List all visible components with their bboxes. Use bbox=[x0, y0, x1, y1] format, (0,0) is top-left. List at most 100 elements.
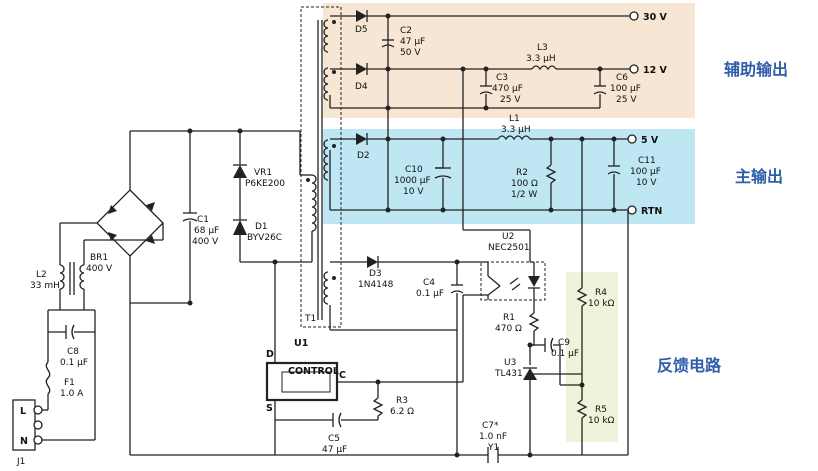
label-feedback-circuit: 反馈电路 bbox=[657, 356, 722, 375]
label-r5: R5 bbox=[595, 405, 607, 415]
label-c2: C2 bbox=[400, 26, 412, 36]
label-l3-value: 3.3 μH bbox=[526, 54, 556, 64]
junction-dots bbox=[187, 13, 617, 458]
rail-30v bbox=[330, 10, 639, 22]
secondary-wiring bbox=[329, 16, 629, 455]
label-c10-value: 1000 μF bbox=[394, 176, 431, 186]
label-c4: C4 bbox=[423, 278, 435, 288]
label-r1-value: 470 Ω bbox=[495, 324, 522, 334]
label-u1: U1 bbox=[294, 338, 308, 349]
label-c4-value: 0.1 μF bbox=[416, 289, 444, 299]
label-t1: T1 bbox=[304, 314, 316, 324]
label-d4: D4 bbox=[355, 82, 368, 92]
terminal-30v bbox=[629, 11, 639, 21]
label-c1-value: 68 μF bbox=[194, 226, 219, 236]
label-main-output: 主输出 bbox=[735, 167, 783, 186]
terminal-5v bbox=[627, 134, 637, 144]
label-drain: D bbox=[266, 349, 274, 360]
label-r2-power: 1/2 W bbox=[511, 190, 537, 200]
label-d1-part: BYV26C bbox=[247, 233, 282, 243]
label-30v: 30 V bbox=[643, 12, 668, 23]
label-vr1: VR1 bbox=[254, 168, 272, 178]
label-u3: U3 bbox=[504, 358, 516, 368]
label-br1-voltage: 400 V bbox=[86, 264, 113, 274]
label-l3: L3 bbox=[537, 43, 548, 53]
label-l1: L1 bbox=[509, 114, 520, 124]
label-l1-value: 3.3 μH bbox=[501, 125, 531, 135]
rail-rtn bbox=[330, 205, 637, 215]
label-c5-value: 47 μF bbox=[322, 445, 347, 455]
label-l2-value: 33 mH bbox=[30, 281, 60, 291]
d1-diode bbox=[233, 219, 247, 235]
label-c3-voltage: 25 V bbox=[500, 95, 521, 105]
terminal-rtn bbox=[627, 205, 637, 215]
label-c2-voltage: 50 V bbox=[400, 48, 421, 58]
terminal-12v bbox=[629, 64, 639, 74]
label-c1: C1 bbox=[197, 215, 209, 225]
label-c11-voltage: 10 V bbox=[636, 178, 657, 188]
label-d5: D5 bbox=[355, 25, 368, 35]
optocoupler-u2 bbox=[463, 261, 546, 301]
label-rtn: RTN bbox=[641, 206, 662, 217]
label-u2: U2 bbox=[502, 232, 514, 242]
label-c2-value: 47 μF bbox=[400, 37, 425, 47]
label-j1-n: N bbox=[20, 436, 28, 447]
label-c7: C7* bbox=[482, 421, 499, 431]
label-r2-value: 100 Ω bbox=[511, 179, 538, 189]
bridge-br1 bbox=[96, 189, 164, 257]
label-f1-rating: 1.0 A bbox=[60, 389, 84, 399]
label-vr1-part: P6KE200 bbox=[245, 179, 285, 189]
feedback-region bbox=[566, 272, 618, 442]
label-c11: C11 bbox=[638, 156, 656, 166]
bias-winding bbox=[329, 256, 488, 455]
label-l2: L2 bbox=[36, 270, 47, 280]
auxiliary-output-region bbox=[323, 3, 695, 118]
vr1-tvs bbox=[233, 164, 247, 178]
label-r4-value: 10 kΩ bbox=[588, 299, 615, 309]
primary-wiring bbox=[129, 130, 628, 463]
label-c11-value: 100 μF bbox=[630, 167, 661, 177]
label-f1: F1 bbox=[64, 378, 75, 388]
l2-choke bbox=[38, 222, 164, 441]
label-12v: 12 V bbox=[643, 65, 668, 76]
label-source: S bbox=[266, 403, 273, 414]
label-c1-voltage: 400 V bbox=[192, 237, 219, 247]
label-r3-value: 6.2 Ω bbox=[390, 407, 414, 417]
rail-12v bbox=[330, 63, 639, 75]
label-c6-voltage: 25 V bbox=[616, 95, 637, 105]
label-r1: R1 bbox=[503, 313, 515, 323]
label-c6: C6 bbox=[616, 73, 628, 83]
label-r4: R4 bbox=[595, 288, 607, 298]
label-j1-l: L bbox=[20, 406, 26, 417]
label-auxiliary-output: 辅助输出 bbox=[724, 60, 788, 79]
label-u3-part: TL431 bbox=[494, 369, 523, 379]
label-c9-value: 0.1 μF bbox=[551, 349, 579, 359]
label-c5: C5 bbox=[328, 434, 340, 444]
label-control: CONTROL bbox=[288, 366, 339, 377]
label-j1: J1 bbox=[16, 457, 25, 467]
label-r5-value: 10 kΩ bbox=[588, 416, 615, 426]
label-d3: D3 bbox=[369, 269, 382, 279]
label-5v: 5 V bbox=[641, 135, 659, 146]
label-c3-value: 470 μF bbox=[492, 84, 523, 94]
u1-controller bbox=[265, 295, 464, 428]
label-c10-voltage: 10 V bbox=[403, 187, 424, 197]
label-c6-value: 100 μF bbox=[610, 84, 641, 94]
label-c7-rating: Y1 bbox=[487, 443, 499, 453]
label-r2: R2 bbox=[516, 168, 528, 178]
label-r3: R3 bbox=[396, 396, 408, 406]
label-d2: D2 bbox=[357, 151, 370, 161]
label-d3-part: 1N4148 bbox=[358, 280, 394, 290]
connector-j1 bbox=[12, 399, 43, 451]
feedback-network bbox=[523, 285, 588, 455]
label-c7-value: 1.0 nF bbox=[479, 432, 507, 442]
label-control-pin: C bbox=[339, 370, 346, 381]
label-d1: D1 bbox=[255, 222, 268, 232]
label-c3: C3 bbox=[496, 73, 508, 83]
transformer-t1 bbox=[300, 6, 342, 328]
label-c8-value: 0.1 μF bbox=[60, 358, 88, 368]
label-c8: C8 bbox=[67, 347, 79, 357]
label-c10: C10 bbox=[405, 165, 423, 175]
label-br1: BR1 bbox=[90, 253, 108, 263]
